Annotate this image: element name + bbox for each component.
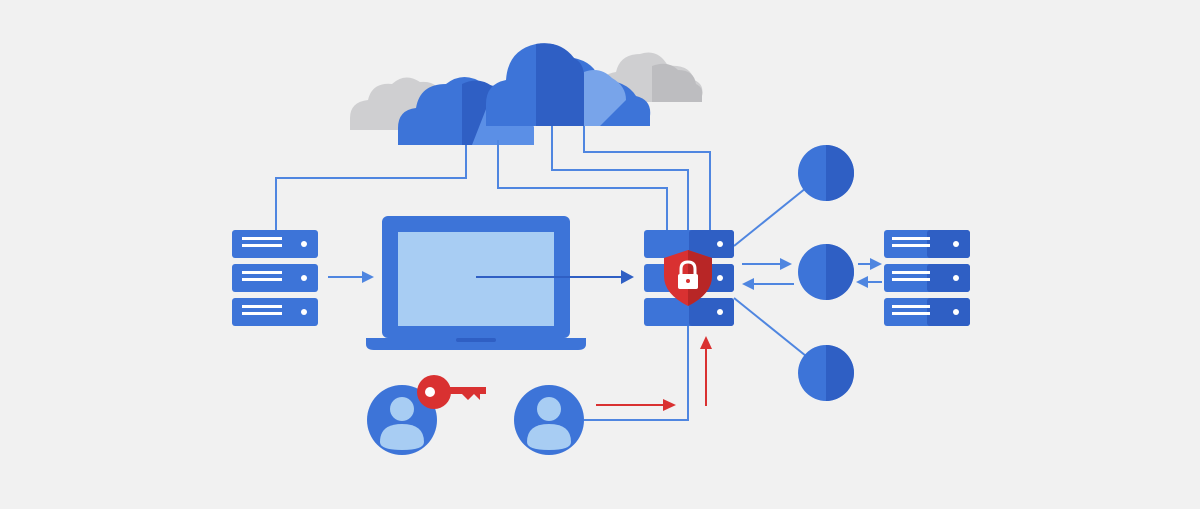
shield-lock-icon bbox=[664, 250, 712, 306]
cloud-to-firewall-line-3 bbox=[583, 126, 711, 230]
network-node-icon bbox=[798, 145, 854, 201]
network-node-icon bbox=[798, 244, 854, 300]
arrow-node-to-right-server bbox=[858, 258, 882, 270]
server-unit bbox=[884, 230, 970, 258]
server-unit bbox=[884, 264, 970, 292]
key-icon bbox=[417, 375, 486, 409]
server-unit bbox=[884, 298, 970, 326]
firewall-to-users-line bbox=[584, 326, 689, 421]
user-avatar-icon bbox=[514, 385, 584, 455]
server-unit bbox=[232, 264, 318, 292]
arrow-right-server-to-node bbox=[856, 276, 882, 288]
laptop-icon bbox=[366, 216, 586, 350]
connector-lines bbox=[275, 126, 807, 421]
server-unit bbox=[232, 298, 318, 326]
firewall-to-node-top-line bbox=[733, 187, 807, 247]
network-node-icon bbox=[798, 345, 854, 401]
server-unit bbox=[232, 230, 318, 258]
arrow-up-to-firewall bbox=[700, 336, 712, 406]
arrow-laptop-to-firewall bbox=[476, 270, 634, 284]
cloud-icon bbox=[486, 43, 651, 126]
arrow-node-to-firewall bbox=[742, 278, 794, 290]
server-unit bbox=[644, 230, 734, 258]
server-rack-icon bbox=[232, 230, 318, 326]
arrow-user-to-firewall bbox=[596, 399, 676, 411]
user-avatar-icon bbox=[367, 385, 437, 455]
firewall-to-node-bottom-line bbox=[733, 297, 807, 357]
cloud-to-left-server-line bbox=[275, 145, 467, 230]
arrow-server-to-laptop bbox=[328, 271, 374, 283]
arrow-firewall-to-node bbox=[742, 258, 792, 270]
server-rack-icon bbox=[884, 230, 970, 326]
cloud-to-firewall-line-2 bbox=[551, 126, 689, 230]
server-unit bbox=[644, 298, 734, 326]
cloud-to-firewall-line-1 bbox=[497, 140, 668, 230]
